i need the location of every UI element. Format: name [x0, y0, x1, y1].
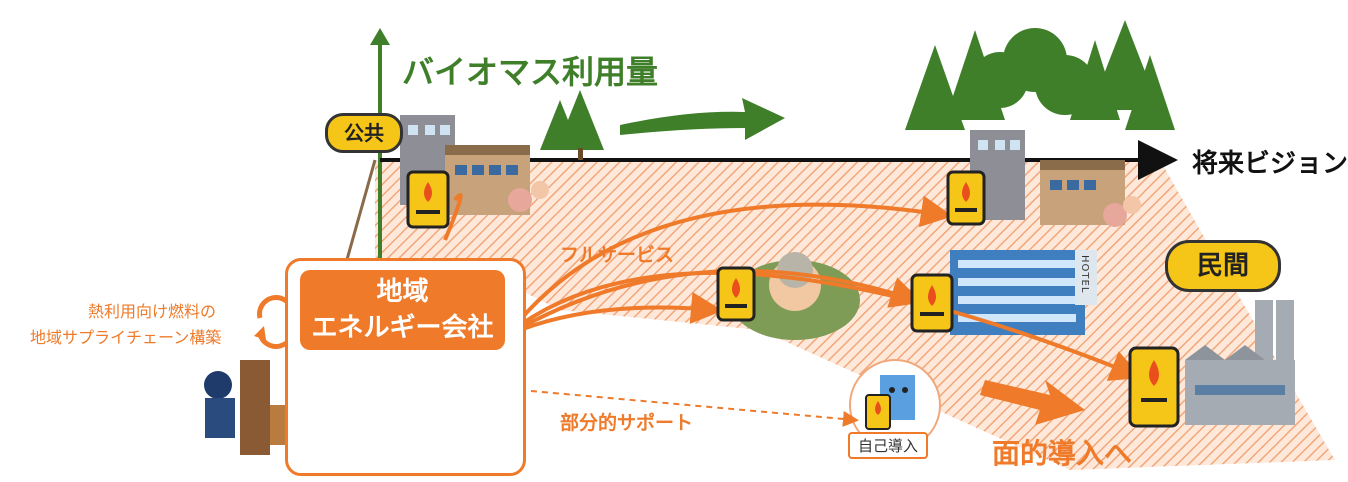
boiler-hotel	[910, 273, 954, 333]
future-vision-label: 将来ビジョン	[1192, 149, 1348, 179]
area-install-label: 面的導入へ	[992, 437, 1133, 470]
full-service-arrows	[443, 193, 1143, 381]
supply-chain-line1: 熱利用向け燃料の	[88, 302, 217, 321]
factory	[1185, 300, 1295, 425]
company-label: 地域 エネルギー会社	[300, 270, 505, 350]
public-buildings-right	[970, 130, 1141, 227]
forest	[905, 20, 1175, 130]
hotel-sign: HOTEL	[1079, 255, 1090, 294]
partial-support-label: 部分的サポート	[560, 412, 694, 434]
self-install-label: 自己導入	[848, 432, 929, 459]
supply-chain-line2: 地域サプライチェーン構築	[30, 328, 222, 347]
hotel-building	[950, 250, 1097, 335]
boiler-factory	[1128, 346, 1180, 428]
company-line1: 地域	[376, 277, 429, 307]
full-service-label: フルサービス	[560, 244, 675, 266]
partial-support-arrow	[519, 389, 859, 427]
private-badge: 民間	[1165, 240, 1281, 292]
boiler-public-right	[946, 170, 986, 226]
vertical-axis-arrowhead	[370, 28, 390, 45]
public-badge: 公共	[325, 113, 403, 153]
title: バイオマス利用量	[402, 53, 659, 91]
company-line2: エネルギー会社	[311, 313, 494, 343]
cycle-icon-head-b	[254, 326, 266, 340]
boiler-onsen	[716, 266, 756, 322]
boiler-public-left	[406, 170, 450, 229]
small-trees	[540, 90, 604, 160]
growth-arrow	[620, 98, 785, 140]
boiler-self	[865, 394, 891, 430]
area-install-arrow	[980, 380, 1085, 425]
